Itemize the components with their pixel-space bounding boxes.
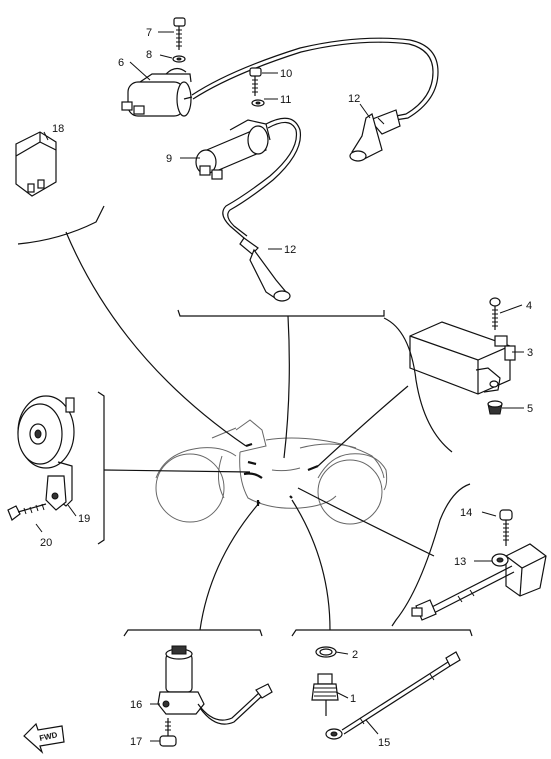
screw-4[interactable] (489, 297, 501, 330)
callout-19: 19 (78, 513, 90, 525)
callout-6: 6 (118, 57, 124, 69)
o-ring-2[interactable] (315, 646, 337, 658)
spark-plug-cap-lower[interactable] (239, 237, 291, 302)
grommet-5[interactable] (487, 400, 503, 415)
ignition-coil-lower[interactable] (195, 119, 271, 180)
callout-7: 7 (146, 27, 152, 39)
callout-20: 20 (40, 537, 52, 549)
washer-8[interactable] (172, 55, 186, 63)
bolt-7[interactable] (173, 17, 186, 50)
spark-plug-cap-upper[interactable] (349, 109, 401, 162)
motorcycle-outline (155, 419, 388, 525)
leader-coils (283, 315, 290, 459)
neutral-switch-1[interactable] (311, 673, 339, 716)
callout-5: 5 (527, 403, 533, 415)
high-tension-lead-upper (191, 37, 439, 121)
horn[interactable] (17, 395, 75, 507)
callout-16: 16 (130, 699, 142, 711)
lead-15[interactable] (325, 651, 461, 740)
bolt-14[interactable] (499, 509, 513, 546)
leader-switch (199, 501, 261, 631)
high-tension-lead-lower (222, 121, 298, 239)
leader-horn (103, 469, 251, 473)
sensor-13[interactable] (411, 543, 547, 621)
callout-11: 11 (280, 94, 291, 106)
fwd-text: FWD (39, 730, 59, 743)
fwd-arrow-icon: FWD (23, 722, 65, 754)
callout-2: 2 (352, 649, 358, 661)
ignition-coil-upper[interactable] (121, 67, 193, 117)
leader-igniter (65, 231, 247, 447)
bolt-17[interactable] (159, 718, 177, 747)
callout-3: 3 (527, 347, 533, 359)
marker-coil (247, 460, 257, 466)
marker-neutral (289, 495, 293, 499)
relay-unit-18[interactable] (15, 131, 57, 197)
callout-4: 4 (526, 300, 532, 312)
bolt-10[interactable] (249, 67, 262, 96)
leader-cdi (317, 385, 409, 467)
callout-1: 1 (350, 693, 356, 705)
marker-horn (243, 472, 263, 479)
marker-igniter (245, 442, 253, 448)
leader-sensor (297, 487, 435, 557)
cdi-unit-3[interactable] (409, 321, 516, 395)
callout-17: 17 (130, 736, 142, 748)
leader-neutral (291, 499, 331, 631)
callout-18: 18 (52, 123, 64, 135)
callout-13: 13 (454, 556, 466, 568)
callout-12-upper: 12 (348, 93, 360, 105)
callout-10: 10 (280, 68, 292, 80)
callout-9: 9 (166, 153, 172, 165)
marker-cdi (307, 464, 319, 472)
switch-16[interactable] (157, 645, 273, 725)
callout-15: 15 (378, 737, 390, 749)
callout-lines (35, 31, 524, 742)
callout-12-lower: 12 (284, 244, 296, 256)
washer-11[interactable] (251, 99, 265, 107)
callout-14: 14 (460, 507, 472, 519)
horn-bracket-19[interactable] (45, 475, 67, 511)
callout-8: 8 (146, 49, 152, 61)
bolt-20[interactable] (7, 503, 47, 521)
